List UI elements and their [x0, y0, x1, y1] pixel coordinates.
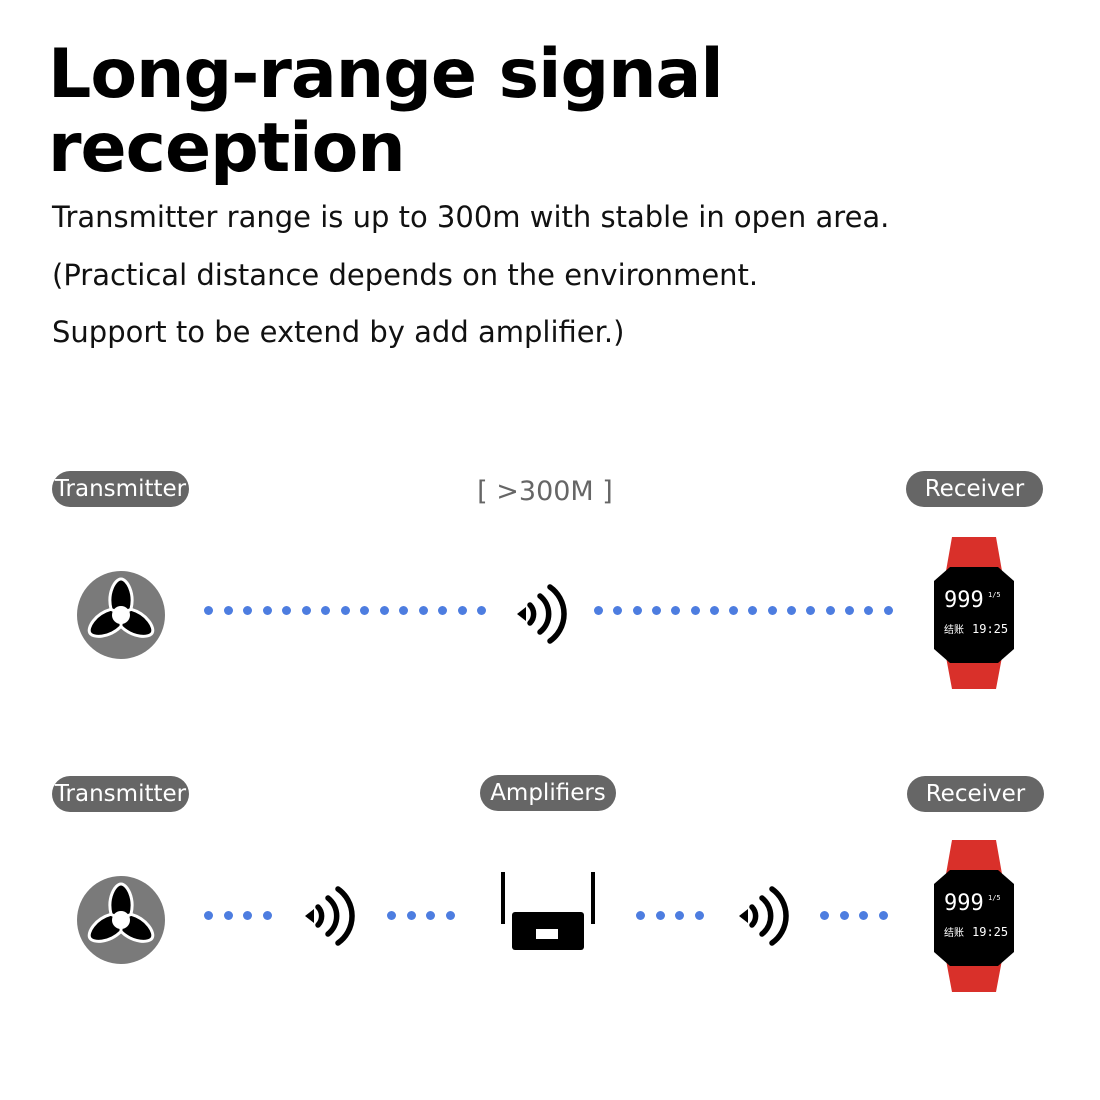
signal-dot	[262, 911, 272, 920]
signal-dot	[387, 911, 396, 920]
signal-dot	[690, 606, 700, 615]
signal-dot	[729, 606, 739, 615]
receiver-label: Receiver	[906, 471, 1043, 507]
watch-number: 999	[944, 891, 984, 916]
signal-dot	[878, 911, 888, 920]
wifi-signal-icon	[517, 584, 567, 644]
router-icon	[501, 872, 595, 950]
signal-dot	[360, 606, 369, 615]
signal-dot	[379, 606, 389, 615]
signal-dot	[651, 606, 661, 615]
signal-dot	[426, 911, 435, 920]
watch-sub: 1/5	[988, 894, 1001, 902]
signal-dot	[820, 911, 829, 920]
signal-dot	[204, 606, 213, 615]
signal-dot	[864, 606, 874, 615]
transmitter-label: Transmitter	[52, 471, 189, 507]
signal-dot	[748, 606, 758, 615]
watch-time: 19:25	[972, 622, 1008, 636]
smartwatch-icon: 999 1/5 结账 19:25	[934, 537, 1014, 689]
signal-dot	[613, 606, 623, 615]
signal-dot	[406, 911, 416, 920]
description-line-3: Support to be extend by add amplifier.)	[52, 315, 625, 349]
signal-dot	[709, 606, 719, 615]
signal-dot	[243, 911, 252, 920]
fan-icon	[77, 876, 165, 964]
signal-dot	[223, 606, 233, 615]
signal-dot	[859, 911, 868, 920]
signal-dot	[787, 606, 796, 615]
signal-dot	[262, 606, 272, 615]
transmitter-label: Transmitter	[52, 776, 189, 812]
signal-dot	[457, 606, 467, 615]
range-label: [ >300M ]	[477, 476, 613, 507]
signal-dot	[321, 606, 330, 615]
watch-label: 结账	[944, 926, 964, 939]
page-title: Long-range signal reception	[48, 35, 724, 188]
signal-dot	[438, 606, 447, 615]
signal-dot	[243, 606, 252, 615]
signal-dot	[632, 606, 642, 615]
signal-dot	[204, 911, 213, 920]
signal-dot	[825, 606, 835, 615]
signal-dot	[340, 606, 350, 615]
signal-dot	[636, 911, 645, 920]
signal-dot	[767, 606, 777, 615]
wifi-signal-icon	[305, 886, 355, 946]
watch-sub: 1/5	[988, 591, 1001, 599]
signal-dot	[675, 911, 684, 920]
wifi-signal-icon	[739, 886, 789, 946]
signal-dot	[839, 911, 849, 920]
signal-dot	[282, 606, 291, 615]
smartwatch-icon: 999 1/5 结账 19:25	[934, 840, 1014, 992]
signal-dot	[418, 606, 428, 615]
description-line-1: Transmitter range is up to 300m with sta…	[52, 200, 890, 234]
signal-dot	[445, 911, 455, 920]
signal-dot	[477, 606, 486, 615]
signal-dot	[694, 911, 704, 920]
description-line-2: (Practical distance depends on the envir…	[52, 258, 759, 292]
signal-dot	[301, 606, 311, 615]
watch-label: 结账	[944, 623, 964, 636]
signal-dot	[671, 606, 681, 615]
signal-dot	[399, 606, 408, 615]
watch-time: 19:25	[972, 925, 1008, 939]
signal-dot	[223, 911, 233, 920]
signal-dot	[594, 606, 603, 615]
amplifier-label: Amplifiers	[480, 775, 616, 811]
fan-icon	[77, 571, 165, 659]
watch-number: 999	[944, 588, 984, 613]
signal-dot	[883, 606, 893, 615]
signal-dot	[806, 606, 816, 615]
receiver-label: Receiver	[907, 776, 1044, 812]
signal-dot	[655, 911, 665, 920]
signal-dot	[844, 606, 854, 615]
